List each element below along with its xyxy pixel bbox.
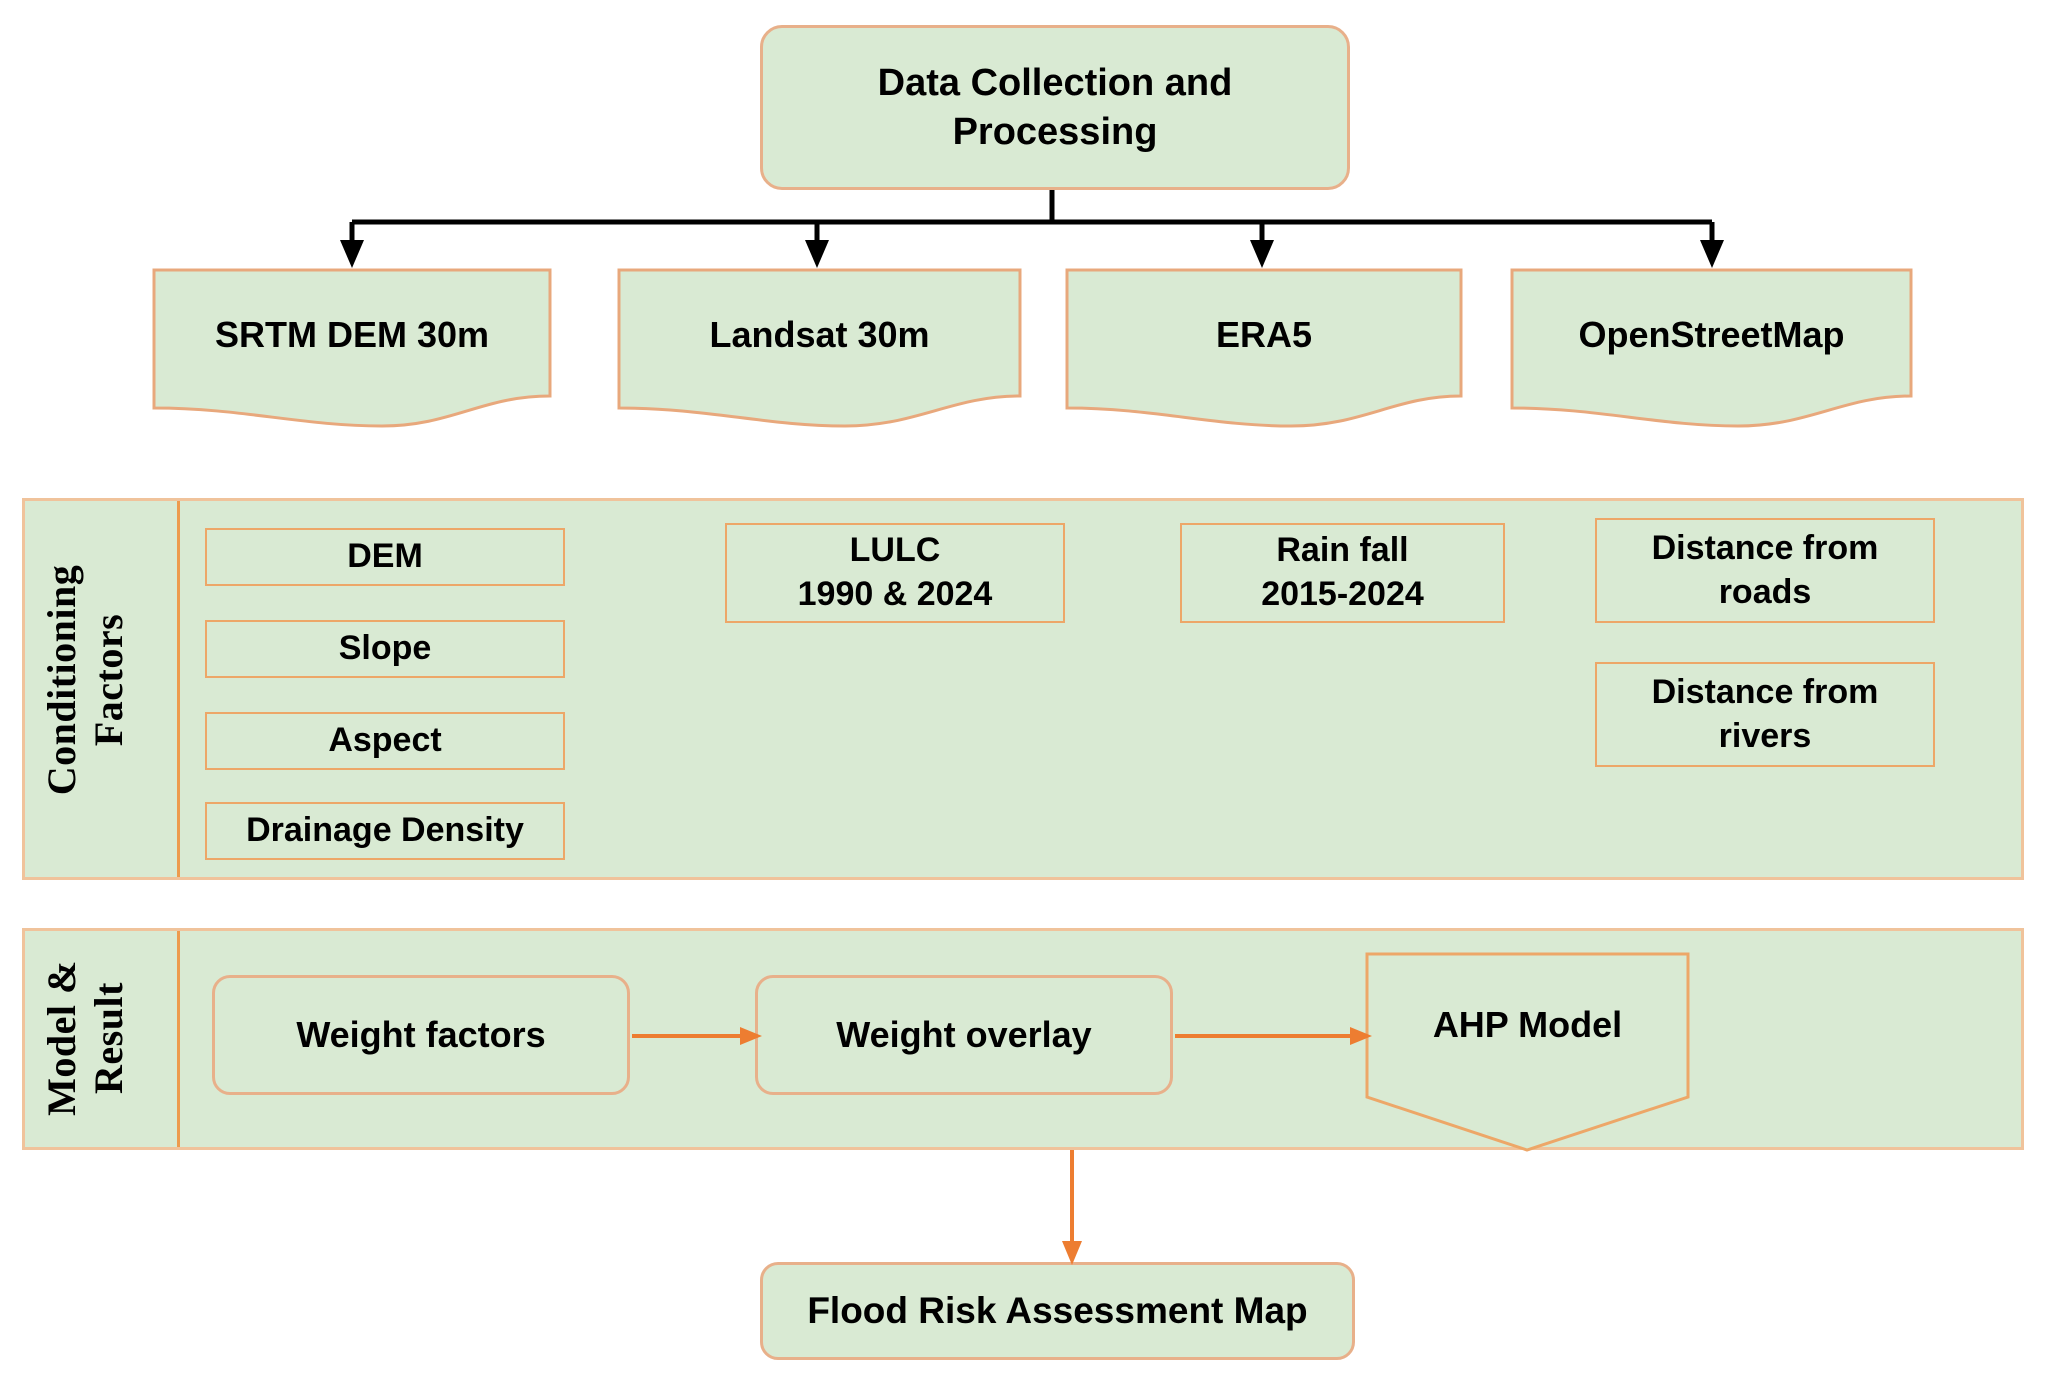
node-data-collection-label: Data Collection and Processing [877,61,1233,153]
node-flood-risk-assessment-map[interactable]: Flood Risk Assessment Map [760,1262,1355,1360]
arrowhead-3 [1250,240,1274,268]
factor-lulc[interactable]: LULC 1990 & 2024 [725,523,1065,623]
factor-rainfall-label: Rain fall 2015-2024 [1261,531,1424,613]
step-ahp-model[interactable]: AHP Model [1365,952,1690,1152]
factor-lulc-label: LULC 1990 & 2024 [797,531,993,613]
node-openstreetmap[interactable]: OpenStreetMap [1510,268,1913,433]
node-landsat-30m-label: Landsat 30m [709,314,930,355]
document-shape-outline [152,268,552,428]
factor-distance-from-rivers[interactable]: Distance from rivers [1595,662,1935,767]
node-srtm-dem-30m-label: SRTM DEM 30m [214,314,490,355]
panel-label-model-and-result: Model & Result [38,960,131,1116]
panel-label-conditioning-factors: Conditioning Factors [38,564,131,796]
node-openstreetmap-label: OpenStreetMap [1578,314,1845,355]
arrowhead-1 [340,240,364,268]
node-landsat-30m[interactable]: Landsat 30m [617,268,1022,433]
factor-slope[interactable]: Slope [205,620,565,678]
factor-aspect-label: Aspect [328,721,442,760]
step-weight-factors-label: Weight factors [296,1013,546,1055]
document-shape-outline [617,268,1022,428]
step-ahp-model-label: AHP Model [1432,1004,1623,1045]
node-flood-risk-assessment-map-label: Flood Risk Assessment Map [807,1290,1308,1332]
factor-drainage-density[interactable]: Drainage Density [205,802,565,860]
factor-dem-label: DEM [347,537,423,576]
arrowhead-4 [1700,240,1724,268]
panel-divider-model [177,931,180,1147]
arrowhead-2 [805,240,829,268]
connector-arrowheads [340,240,1724,268]
factor-dem[interactable]: DEM [205,528,565,586]
factor-slope-label: Slope [338,629,432,668]
document-shape-outline [1510,268,1913,428]
step-weight-overlay[interactable]: Weight overlay [755,975,1173,1095]
factor-aspect[interactable]: Aspect [205,712,565,770]
node-era5-label: ERA5 [1215,314,1313,355]
factor-rainfall[interactable]: Rain fall 2015-2024 [1180,523,1505,623]
ahp-pentagon-outline [1365,952,1690,1152]
node-data-collection-and-processing[interactable]: Data Collection and Processing [760,25,1350,190]
document-shape-outline [1065,268,1463,428]
factor-drainage-density-label: Drainage Density [246,811,524,850]
step-weight-overlay-label: Weight overlay [836,1013,1092,1055]
node-era5[interactable]: ERA5 [1065,268,1463,433]
panel-divider-conditioning [177,501,180,877]
factor-distance-from-roads[interactable]: Distance from roads [1595,518,1935,623]
step-weight-factors[interactable]: Weight factors [212,975,630,1095]
factor-distance-from-rivers-label: Distance from rivers [1651,672,1879,755]
node-srtm-dem-30m[interactable]: SRTM DEM 30m [152,268,552,433]
factor-distance-from-roads-label: Distance from roads [1651,528,1879,611]
